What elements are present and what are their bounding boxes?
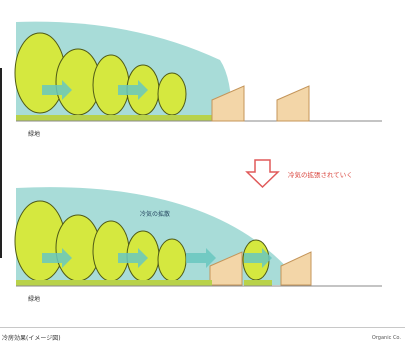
flow-arrow-icon <box>42 248 72 268</box>
flow-arrows-bottom <box>42 248 272 268</box>
transition: 冷気の拡張されていく <box>245 159 353 189</box>
greenland-label: 緑地 <box>28 295 40 303</box>
figure-caption: 冷房効果(イメージ図) <box>2 335 61 342</box>
tree <box>157 238 187 282</box>
flow-arrow-icon <box>42 80 72 100</box>
building <box>211 85 245 122</box>
left-edge-bar <box>0 68 2 128</box>
flow-arrow-icon <box>244 248 272 268</box>
flow-arrow-icon <box>186 248 216 268</box>
greenland-label: 緑地 <box>28 130 40 138</box>
grass-strip <box>244 280 272 286</box>
footer-rule <box>0 327 405 328</box>
grass-strip <box>16 115 212 121</box>
flow-arrows-top <box>42 80 148 100</box>
grass-strip <box>16 280 212 286</box>
tree <box>157 72 187 116</box>
tree <box>92 220 130 282</box>
top-panel: 緑地 <box>14 21 382 138</box>
credit: Organic Co. <box>371 335 401 341</box>
building <box>209 251 243 286</box>
left-edge-bar <box>0 128 2 258</box>
flow-arrow-icon <box>118 80 148 100</box>
building <box>276 85 310 122</box>
cool-air-label: 冷気の拡散 <box>140 210 170 218</box>
building <box>280 251 312 286</box>
transition-text: 冷気の拡張されていく <box>288 170 353 179</box>
bottom-panel: 冷気の拡散 緑地 <box>14 187 382 303</box>
flow-arrow-icon <box>118 248 148 268</box>
down-arrow-icon <box>245 159 280 189</box>
